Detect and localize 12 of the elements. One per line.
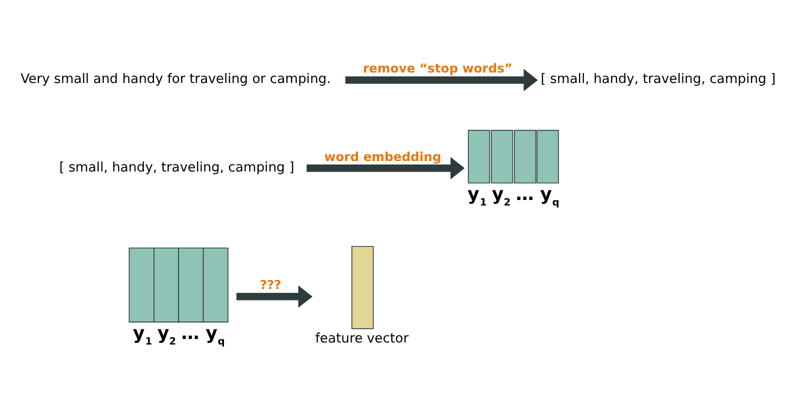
node-label: y$_{1}$ y$_{2}$ … y$_{q}$: [132, 323, 225, 348]
node-text: [ small, handy, traveling, camping ]: [540, 72, 776, 88]
edge-label: remove “stop words”: [362, 62, 513, 76]
edge-label: word embedding: [324, 150, 442, 164]
node-label: y$_{1}$ y$_{2}$ … y$_{q}$: [467, 184, 560, 208]
node-text: Very small and handy for traveling or camping.: [20, 72, 331, 88]
arrow: [306, 156, 465, 180]
arrow: [345, 68, 538, 92]
edge-label: ???: [260, 278, 282, 292]
arrow: [236, 285, 312, 308]
node-label: feature vector: [315, 331, 409, 346]
node-text: [ small, handy, traveling, camping ]: [59, 160, 294, 176]
